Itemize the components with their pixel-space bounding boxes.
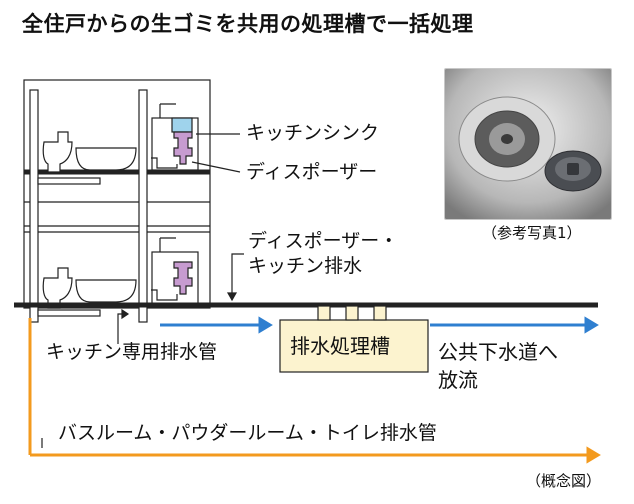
lower-floor-fixtures: [37, 237, 199, 317]
disposer-drain-label-line1: ディスポーザー・: [248, 230, 399, 252]
disposer-icon: [173, 261, 193, 295]
vertical-pipes: [29, 89, 148, 323]
kitchen-pipe-label: キッチン専用排水管: [46, 341, 218, 363]
faucet-icon: [159, 103, 176, 118]
callout-leaders: [41, 133, 244, 448]
bath-flow: [28, 318, 601, 464]
tank-body: [279, 319, 429, 373]
lower-branch-pipe: [37, 309, 101, 317]
photo-caption: （参考写真1）: [482, 224, 582, 242]
disposer-label: ディスポーザー: [246, 161, 378, 183]
sewer-label-line2: 放流: [438, 368, 478, 392]
disposer-drain-label-line2: キッチン排水: [248, 255, 363, 277]
treatment-tank-label: 排水処理槽: [290, 334, 390, 358]
kitchen-sink-label: キッチンシンク: [246, 122, 380, 144]
sewer-label-line1: 公共下水道へ: [438, 340, 558, 364]
bath-pipe-label: バスルーム・パウダールーム・トイレ排水管: [58, 422, 437, 444]
sink-water: [171, 117, 193, 133]
bathtub-icon: [75, 279, 137, 303]
diagram-caption: （概念図）: [526, 472, 602, 490]
disposer-icon: [173, 131, 193, 165]
toilet-icon: [42, 131, 73, 173]
reference-photo: [444, 68, 612, 220]
kitchen-stack-pipe: [138, 89, 148, 323]
kitchen-flow: [160, 316, 599, 334]
bath-stack-pipe: [29, 89, 39, 323]
upper-branch-pipe: [37, 177, 101, 185]
toilet-icon: [42, 267, 73, 309]
building-outline: [23, 79, 211, 309]
bathtub-icon: [75, 147, 137, 171]
faucet-icon: [159, 237, 176, 252]
upper-floor-fixtures: [37, 103, 199, 185]
diagram-title: 全住戸からの生ゴミを共用の処理槽で一括処理: [22, 12, 474, 36]
treatment-tank: [279, 305, 429, 373]
